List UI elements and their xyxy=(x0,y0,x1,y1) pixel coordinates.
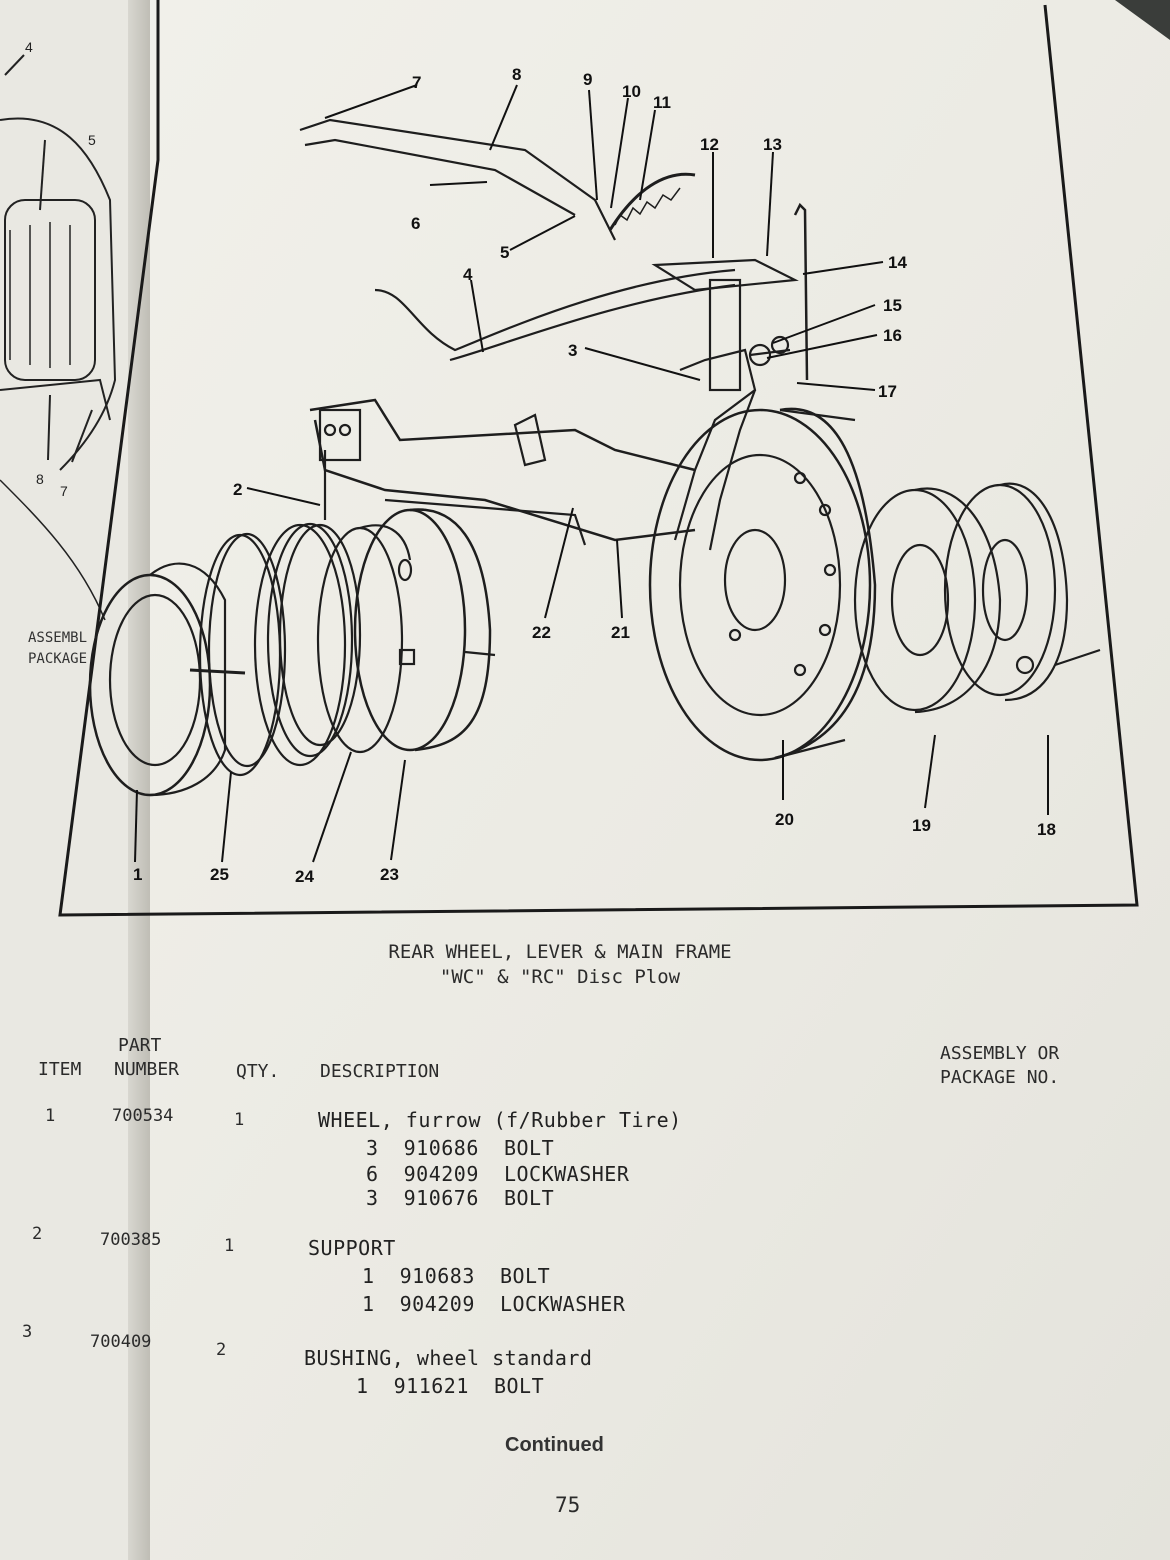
callout-leaders xyxy=(134,84,1049,863)
callout-20: 20 xyxy=(775,810,794,829)
header-description: DESCRIPTION xyxy=(320,1061,440,1082)
continued-label: Continued xyxy=(505,1434,604,1456)
caption-subtitle: "WC" & "RC" Disc Plow xyxy=(439,966,681,988)
row-2-qty: 1 xyxy=(224,1236,235,1256)
callout-2: 2 xyxy=(233,480,242,499)
row-2-item: 2 xyxy=(32,1224,43,1244)
callout-11: 11 xyxy=(653,93,671,112)
main-page xyxy=(150,0,1170,1560)
header-part: PART xyxy=(118,1035,162,1056)
row-1-item: 1 xyxy=(45,1106,56,1126)
callout-4: 4 xyxy=(463,265,473,284)
row-3-description: BUSHING, wheel standard xyxy=(304,1346,593,1370)
callout-25: 25 xyxy=(210,865,229,884)
page-number: 75 xyxy=(555,1493,581,1517)
callout-1: 1 xyxy=(133,865,142,884)
callout-3: 3 xyxy=(568,341,577,360)
header-number: NUMBER xyxy=(114,1059,180,1080)
header-assembly: ASSEMBLY OR xyxy=(940,1043,1060,1064)
row-3-sub-1: 1 911621 BOLT xyxy=(356,1374,545,1398)
caption-title: REAR WHEEL, LEVER & MAIN FRAME xyxy=(388,941,732,963)
left-callout-7: 7 xyxy=(60,483,68,499)
left-page-illustration: 4 5 8 7 xyxy=(0,39,117,621)
row-1-description: WHEEL, furrow (f/Rubber Tire) xyxy=(318,1108,682,1132)
callout-7: 7 xyxy=(412,73,421,92)
row-2-sub-2: 1 904209 LOCKWASHER xyxy=(362,1292,626,1316)
row-3-part: 700409 xyxy=(90,1332,152,1352)
callout-12: 12 xyxy=(700,135,719,154)
row-1-part: 700534 xyxy=(112,1106,174,1126)
callout-15: 15 xyxy=(883,296,902,315)
figure-border xyxy=(58,0,1139,917)
row-2-part: 700385 xyxy=(100,1230,162,1250)
row-2-sub-1: 1 910683 BOLT xyxy=(362,1264,551,1288)
callout-8: 8 xyxy=(512,65,521,84)
row-1-qty: 1 xyxy=(234,1110,245,1130)
callout-10: 10 xyxy=(622,82,641,101)
callout-5: 5 xyxy=(500,243,509,262)
callout-23: 23 xyxy=(380,865,399,884)
row-3-qty: 2 xyxy=(216,1340,227,1360)
row-1-sub-3: 3 910676 BOLT xyxy=(366,1186,555,1210)
header-package-no: PACKAGE NO. xyxy=(940,1067,1060,1088)
left-callout-4: 4 xyxy=(25,39,33,55)
row-1-sub-2: 6 904209 LOCKWASHER xyxy=(366,1162,630,1186)
callout-19: 19 xyxy=(912,816,931,835)
machine-illustration xyxy=(88,118,1101,797)
callout-24: 24 xyxy=(295,867,314,886)
callout-22: 22 xyxy=(532,623,551,642)
callout-14: 14 xyxy=(888,253,907,272)
figure-caption: REAR WHEEL, LEVER & MAIN FRAME "WC" & "R… xyxy=(280,940,840,990)
left-side-text-1: ASSEMBL xyxy=(28,630,88,646)
left-callout-5: 5 xyxy=(88,132,96,148)
callout-13: 13 xyxy=(763,135,782,154)
row-1-sub-1: 3 910686 BOLT xyxy=(366,1136,555,1160)
callout-9: 9 xyxy=(583,70,592,89)
callout-6: 6 xyxy=(411,214,420,233)
callout-21: 21 xyxy=(611,623,630,642)
row-3-item: 3 xyxy=(22,1322,33,1342)
row-2-description: SUPPORT xyxy=(308,1236,396,1260)
parts-diagram: 1 2 3 4 5 6 7 8 9 10 11 12 13 14 15 16 1… xyxy=(58,0,1139,917)
callout-16: 16 xyxy=(883,326,902,345)
callout-18: 18 xyxy=(1037,820,1056,839)
left-callout-8: 8 xyxy=(36,471,44,487)
header-qty: QTY. xyxy=(236,1061,280,1082)
callout-17: 17 xyxy=(878,382,897,401)
header-item: ITEM xyxy=(38,1059,82,1080)
left-side-text-2: PACKAGE xyxy=(28,651,88,667)
